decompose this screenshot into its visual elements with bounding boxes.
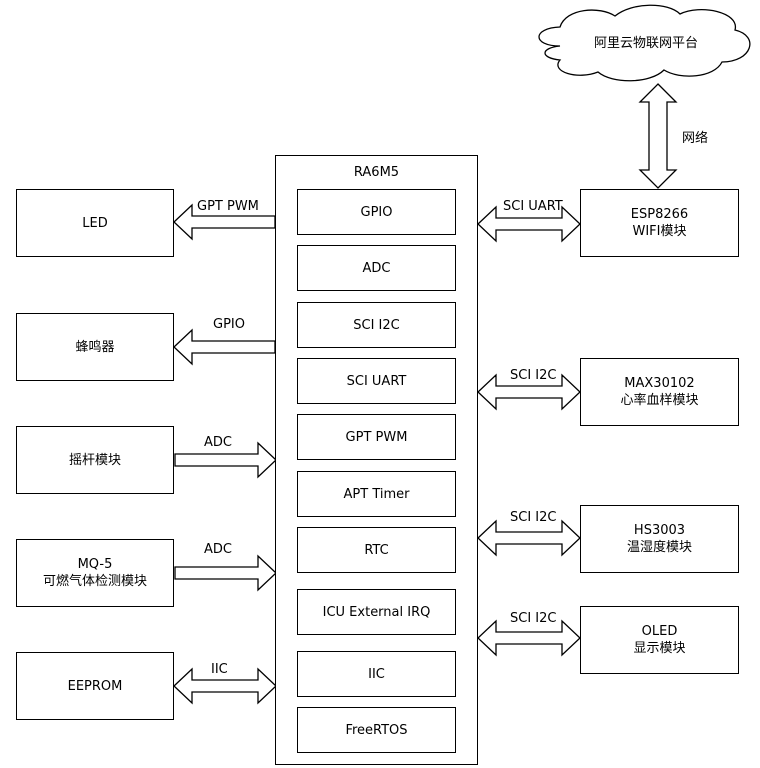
device-esp8266: ESP8266 WIFI模块 bbox=[580, 189, 739, 257]
hs3003-arrow bbox=[477, 519, 581, 557]
link-label-oled: SCI I2C bbox=[510, 611, 557, 626]
buzzer-arrow bbox=[173, 328, 276, 366]
link-label-joystick: ADC bbox=[204, 435, 232, 450]
mcu-title: RA6M5 bbox=[353, 165, 400, 180]
mcu-module-freertos: FreeRTOS bbox=[297, 707, 456, 753]
joystick-arrow bbox=[174, 441, 277, 479]
cloud-label: 阿里云物联网平台 bbox=[594, 36, 699, 51]
mcu-module-apt-timer: APT Timer bbox=[297, 471, 456, 517]
device-hs3003: HS3003 温湿度模块 bbox=[580, 505, 739, 573]
link-label-max30102: SCI I2C bbox=[510, 368, 557, 383]
link-label-led: GPT PWM bbox=[197, 199, 259, 214]
device-joystick: 摇杆模块 bbox=[16, 426, 174, 494]
mcu-module-gpt-pwm: GPT PWM bbox=[297, 414, 456, 460]
link-label-mq5: ADC bbox=[204, 542, 232, 557]
link-label-hs3003: SCI I2C bbox=[510, 510, 557, 525]
oled-arrow bbox=[477, 619, 581, 657]
mcu-module-rtc: RTC bbox=[297, 527, 456, 573]
network-label: 网络 bbox=[682, 131, 709, 146]
device-eeprom: EEPROM bbox=[16, 652, 174, 720]
mcu-module-sci-i2c: SCI I2C bbox=[297, 302, 456, 348]
mcu-module-sci-uart: SCI UART bbox=[297, 358, 456, 404]
device-oled: OLED 显示模块 bbox=[580, 606, 739, 674]
mcu-module-icu-irq: ICU External IRQ bbox=[297, 589, 456, 635]
device-led: LED bbox=[16, 189, 174, 257]
mq5-arrow bbox=[174, 554, 277, 592]
link-label-eeprom: IIC bbox=[211, 662, 228, 677]
device-mq5: MQ-5 可燃气体检测模块 bbox=[16, 539, 174, 607]
mcu-module-iic: IIC bbox=[297, 651, 456, 697]
cloud-shape bbox=[538, 4, 751, 82]
device-buzzer: 蜂鸣器 bbox=[16, 313, 174, 381]
link-label-esp8266: SCI UART bbox=[503, 199, 563, 214]
link-label-buzzer: GPIO bbox=[213, 317, 245, 332]
mcu-module-gpio: GPIO bbox=[297, 189, 456, 235]
network-arrow bbox=[638, 83, 678, 189]
mcu-module-adc: ADC bbox=[297, 245, 456, 291]
device-max30102: MAX30102 心率血样模块 bbox=[580, 358, 739, 426]
